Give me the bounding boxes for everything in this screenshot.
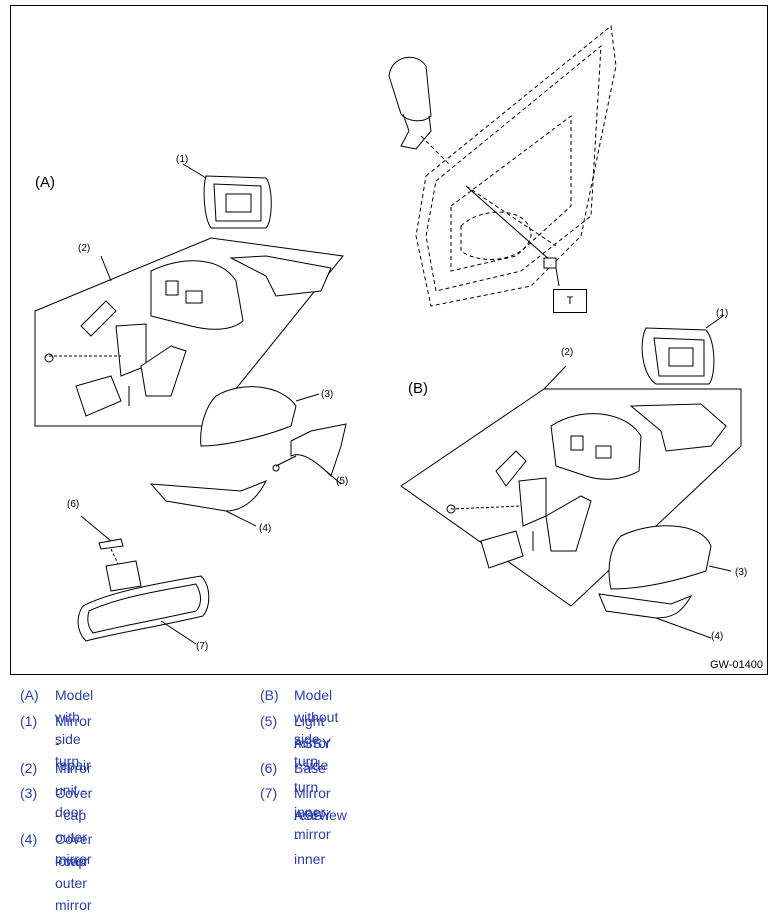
mirror-unit-box-a [34, 237, 344, 427]
legend-key: (1) [20, 713, 38, 729]
callout-7: (7) [196, 641, 209, 652]
cover-lower-a [149, 480, 268, 527]
mirror-unit-box-b [400, 365, 742, 607]
callout-2-b: (2) [561, 347, 574, 358]
legend-key: (4) [20, 831, 38, 847]
legend-key: (B) [260, 687, 279, 703]
legend-text-cont: mirror [294, 735, 331, 751]
callout-3-a: (3) [321, 389, 334, 400]
legend-text-cont: rearview [294, 807, 347, 823]
callout-1-b: (1) [716, 308, 729, 319]
inner-mirror [77, 515, 210, 645]
legend-text: Mirror unit - door [55, 760, 92, 820]
cover-lower-b [598, 593, 712, 639]
callout-2-a: (2) [78, 243, 91, 254]
legend-text: Base - inner mirror [294, 760, 331, 842]
callout-6: (6) [67, 499, 80, 510]
legend-text-cont: lower [55, 853, 89, 869]
diagram-frame: (A) (B) (1) (2) (3) (5) (4) (6) (7) (1) … [10, 5, 768, 675]
legend-key: (3) [20, 785, 38, 801]
legend-text: Model with side turn [55, 687, 94, 769]
bolt-t [465, 185, 560, 287]
group-b-label: (B) [408, 380, 428, 397]
legend-text: Mirror - repair [55, 713, 92, 773]
group-a-label: (A) [35, 174, 55, 191]
legend-text: Model without side turn [294, 687, 339, 769]
light-side-turn-a [272, 423, 347, 485]
cover-cap-b [608, 525, 732, 590]
mirror-repair-b [641, 315, 724, 385]
legend-text: Cover - cap outer mirror [55, 831, 93, 913]
legend-key: (7) [260, 785, 278, 801]
door-outline [415, 25, 617, 307]
callout-3-b: (3) [735, 567, 748, 578]
callout-1-a: (1) [176, 154, 189, 165]
tool-box-t: T [553, 289, 587, 313]
door-mirror-assembly [388, 56, 452, 167]
legend-text: Light ASSY - side turn [294, 713, 332, 795]
legend-text: Cover - cap outer mirror [55, 785, 93, 867]
callout-4-a: (4) [259, 523, 272, 534]
figure-id: GW-01400 [710, 659, 763, 671]
legend-key: (2) [20, 760, 38, 776]
legend-key: (5) [260, 713, 278, 729]
mirror-repair-a [182, 163, 272, 229]
callout-4-b: (4) [711, 631, 724, 642]
callout-5-a: (5) [336, 476, 349, 487]
legend-key: (6) [260, 760, 278, 776]
legend-text: Mirror ASSY - inner [294, 785, 332, 867]
parts-diagram [34, 25, 742, 645]
cover-cap-a [200, 386, 320, 447]
legend-key: (A) [20, 687, 39, 703]
